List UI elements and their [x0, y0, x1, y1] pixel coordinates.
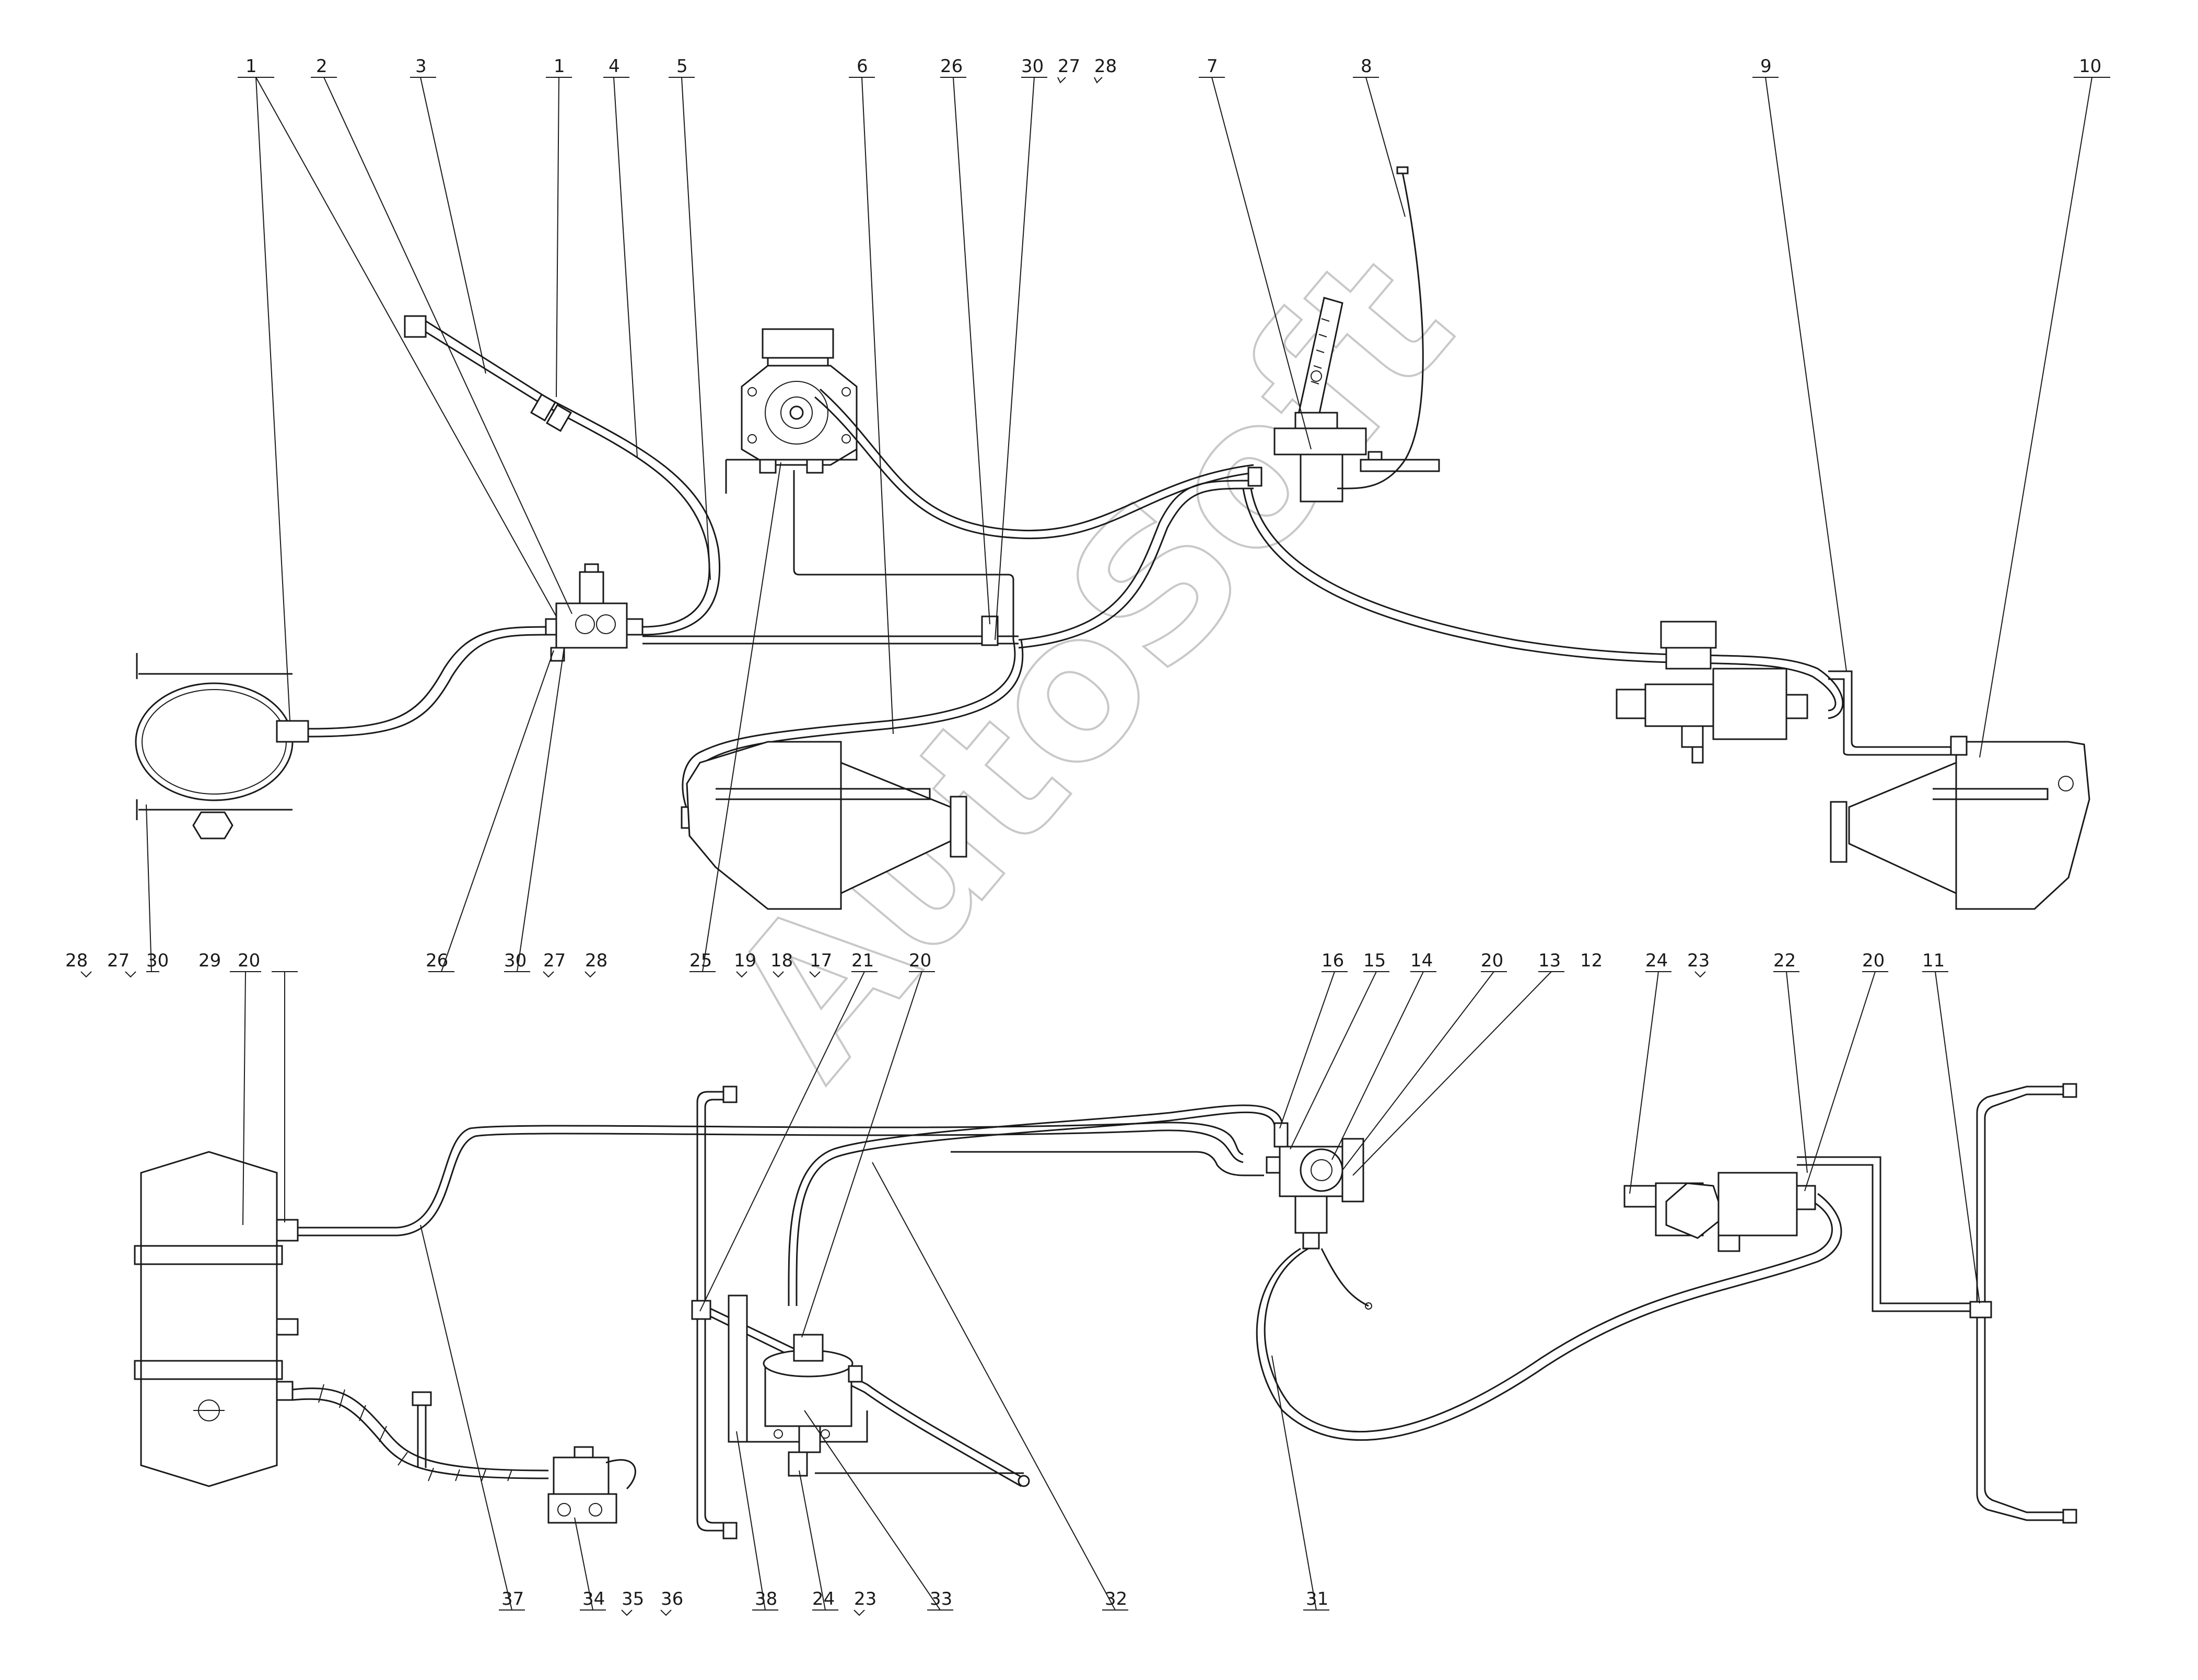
callout-17: 17 [810, 950, 832, 971]
leader-lines [80, 77, 2110, 1616]
clutch-booster-top [1616, 621, 1808, 764]
pipe-valve-to-booster-bottom [1264, 1200, 1833, 1433]
hose-tank-to-valve [292, 1387, 549, 1472]
clutch-chamber-bottom [728, 1294, 868, 1477]
callout-24: 24 [1645, 950, 1668, 971]
clutch-booster-bottom [1623, 1172, 1816, 1252]
callout-2: 2 [316, 56, 328, 77]
callout-7: 7 [1207, 56, 1218, 77]
callout-24: 24 [812, 1589, 835, 1609]
callout-27: 27 [1058, 56, 1080, 77]
pipe-main-to-pedal [1018, 480, 1254, 641]
callout-6: 6 [857, 56, 868, 77]
callout-4: 4 [609, 56, 620, 77]
callout-20: 20 [1481, 950, 1503, 971]
pipe-mc-to-pedal [814, 396, 1254, 540]
callout-26: 26 [940, 56, 963, 77]
callout-9: 9 [1760, 56, 1772, 77]
pipe-bracket-mid [981, 615, 999, 646]
callout-8: 8 [1361, 56, 1372, 77]
callout-28: 28 [1094, 56, 1117, 77]
brake-chamber-left [686, 741, 967, 910]
callout-31: 31 [1306, 1589, 1328, 1609]
callout-33: 33 [930, 1589, 952, 1609]
callout-18: 18 [770, 950, 793, 971]
brake-cable [1337, 172, 1424, 489]
wire-valve [1320, 1248, 1369, 1307]
callout-29: 29 [198, 950, 221, 971]
control-valve-bottom [1266, 1122, 1364, 1250]
callout-27: 27 [107, 950, 130, 971]
callout-13: 13 [1538, 950, 1561, 971]
pipe-to-left-chamber [682, 639, 1016, 815]
callout-14: 14 [1410, 950, 1433, 971]
callout-20: 20 [1862, 950, 1885, 971]
brake-chamber-right [1830, 736, 2090, 910]
brake-pedal-valve [1247, 297, 1440, 503]
callout-26: 26 [426, 950, 448, 971]
pipe-tee-to-chamber [710, 1308, 1024, 1487]
callout-30: 30 [504, 950, 527, 971]
callout-1: 1 [554, 56, 565, 77]
callout-15: 15 [1363, 950, 1386, 971]
callout-27: 27 [543, 950, 566, 971]
drain-valve-bottom [547, 1446, 636, 1524]
pipe-upper-line [412, 323, 710, 628]
pipe-booster-to-right-chamber [1828, 670, 1956, 756]
callout-21: 21 [851, 950, 874, 971]
callout-25: 25 [689, 950, 712, 971]
callout-1: 1 [245, 56, 257, 77]
pressure-regulator-valve [545, 563, 644, 662]
callout-30: 30 [1021, 56, 1044, 77]
cross-fitting-right [1969, 1083, 2077, 1524]
master-cylinder [725, 328, 858, 494]
pipe-clamp-1 [530, 393, 557, 422]
callout-16: 16 [1322, 950, 1344, 971]
pipe-to-cross-fitting [1797, 1156, 1974, 1312]
pipe-pedal-to-booster [1250, 488, 1844, 719]
pipe-reservoir-to-valve [308, 626, 554, 730]
callout-34: 34 [582, 1589, 605, 1609]
callout-labels-top: 1 2 3 1 4 5 6 26 30 27 28 7 8 9 10 [245, 56, 2101, 77]
callout-12: 12 [1580, 950, 1603, 971]
callout-20: 20 [238, 950, 260, 971]
pipe-fitting [404, 315, 427, 338]
callout-10: 10 [2079, 56, 2101, 77]
pipe-vertical-left [696, 1091, 726, 1306]
callout-3: 3 [415, 56, 427, 77]
callout-37: 37 [501, 1589, 524, 1609]
callout-23: 23 [854, 1589, 876, 1609]
callout-28: 28 [585, 950, 607, 971]
callout-38: 38 [755, 1589, 777, 1609]
pipe-mc-down [793, 470, 1014, 640]
callout-23: 23 [1687, 950, 1710, 971]
callout-labels-bottom: 37 34 35 36 38 24 23 33 32 31 [501, 1589, 1328, 1609]
pipe-tank-to-valve [298, 1122, 1244, 1229]
callout-5: 5 [676, 56, 688, 77]
callout-19: 19 [734, 950, 756, 971]
callout-11: 11 [1922, 950, 1945, 971]
pipe-main-horizontal [642, 635, 1019, 645]
callout-35: 35 [622, 1589, 644, 1609]
callout-30: 30 [146, 950, 169, 971]
callout-32: 32 [1105, 1589, 1127, 1609]
pipe-tee-left [691, 1300, 711, 1320]
callout-labels-mid: 28 27 30 29 20 26 30 27 28 25 19 18 17 2… [65, 950, 1945, 971]
air-reservoir-left [135, 653, 309, 839]
air-tank-bottom [134, 1151, 299, 1487]
callout-20: 20 [909, 950, 931, 971]
callout-28: 28 [65, 950, 88, 971]
callout-22: 22 [1773, 950, 1796, 971]
pipe-clamp-2 [545, 404, 572, 432]
pipe-valve-to-cylinder [796, 1111, 1276, 1306]
callout-36: 36 [661, 1589, 683, 1609]
